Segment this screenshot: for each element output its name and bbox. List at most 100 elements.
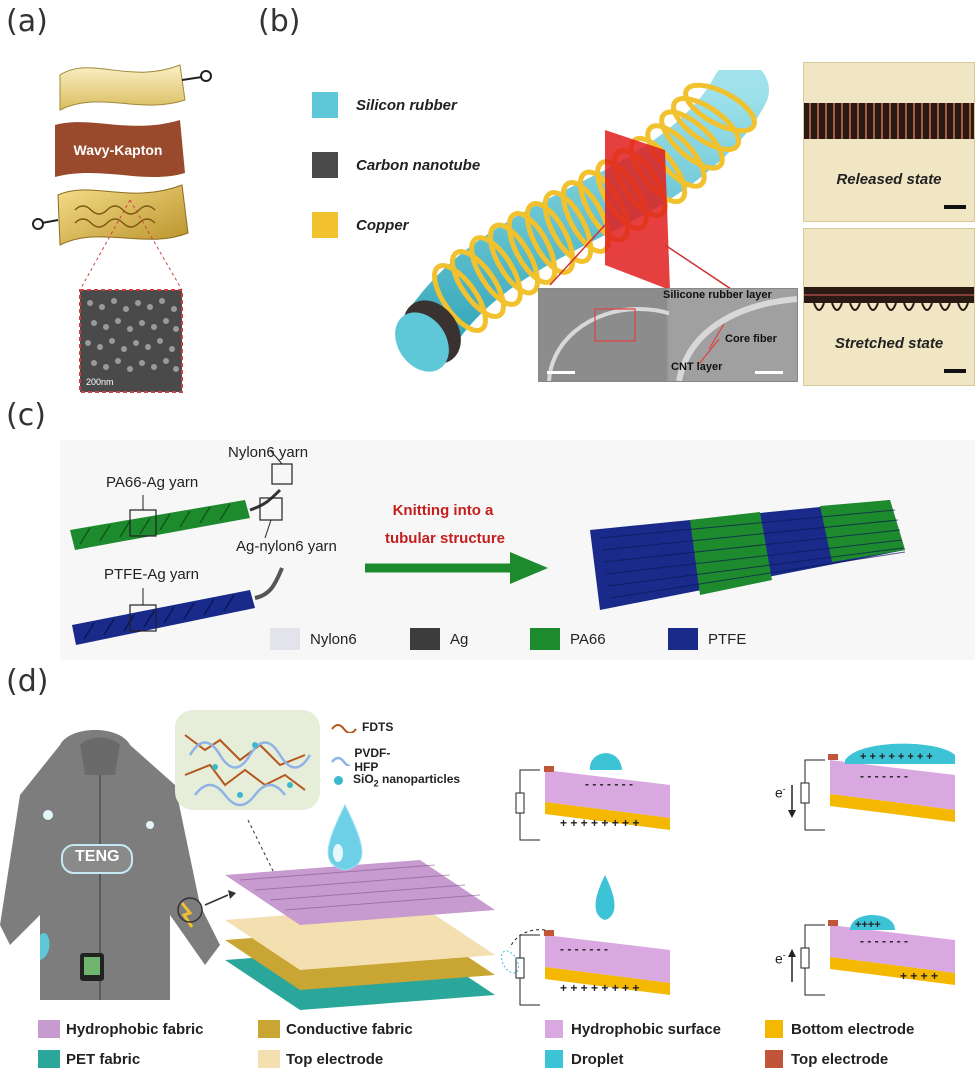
coiled-fiber-illustration [395, 70, 786, 372]
ptfe-ag-yarn-graphic [72, 567, 284, 645]
swatch-top-electrode-right [765, 1050, 783, 1068]
legend-item-ptfe: PTFE [668, 628, 746, 650]
sem-cross-section-inset: Silicone rubber layer Core fiber CNT lay… [538, 288, 798, 461]
swatch-ag [410, 628, 440, 650]
knitted-tubular-fabric [590, 500, 906, 610]
cnt-layer-label: CNT layer [671, 361, 723, 373]
ag-nylon6-yarn-label: Ag-nylon6 yarn [236, 538, 337, 555]
legend-item-nylon6: Nylon6 [270, 628, 357, 650]
swatch-nylon6 [270, 628, 300, 650]
pa66-ag-yarn-graphic [70, 488, 282, 550]
legend-item-bottom-electrode: Bottom electrode [765, 1020, 914, 1038]
swatch-hydrophobic-surface [545, 1020, 563, 1038]
swatch-droplet [545, 1050, 563, 1068]
panel-label-c: (c) [6, 398, 46, 433]
electron-label-bottom: e- [775, 950, 786, 967]
sem-nanostructure-image [79, 289, 183, 393]
legend-item-pvdf-hfp: PVDF-HFP [330, 746, 398, 774]
legend-label-sio2: SiO2 nanoparticles [353, 772, 461, 789]
teng-label: TENG [75, 848, 120, 865]
svg-text:+ + + + + + + +: + + + + + + + + [560, 816, 639, 830]
stage-4-droplet-small: ++++ - - - - - - - + + + + [788, 915, 955, 996]
legend-left: Hydrophobic fabric Conductive fabric PET… [38, 1020, 488, 1078]
legend-label-silicon-rubber: Silicon rubber [356, 96, 457, 114]
legend-label-pet-fabric: PET fabric [66, 1050, 141, 1068]
pvdf-line-icon [331, 756, 351, 766]
legend-label-top-electrode-right: Top electrode [791, 1050, 889, 1068]
legend-label-hydrophobic-surface: Hydrophobic surface [571, 1020, 722, 1038]
svg-text:- - - - - - -: - - - - - - - [585, 777, 633, 791]
knitting-text-line1: Knitting into a [392, 502, 494, 519]
teng-jacket [0, 730, 220, 1000]
legend-label-pvdf-hfp: PVDF-HFP [354, 746, 391, 774]
swatch-pa66 [530, 628, 560, 650]
swatch-hydrophobic-fabric [38, 1020, 60, 1038]
sem-scale-label: 200nm [86, 377, 114, 387]
stretched-coil-drawing [804, 287, 974, 373]
legend-label-carbon-nanotube: Carbon nanotube [356, 156, 481, 174]
swatch-pet-fabric [38, 1050, 60, 1068]
svg-text:- - - - - - -: - - - - - - - [560, 942, 608, 956]
swatch-top-electrode-left [258, 1050, 280, 1068]
sem-inset-drawing [539, 289, 798, 461]
swatch-ptfe [668, 628, 698, 650]
legend-item-silicon-rubber: Silicon rubber [312, 92, 457, 118]
panel-d-fabric-illustration [0, 710, 495, 1010]
legend-item-pa66: PA66 [530, 628, 606, 650]
charge-transfer-diagrams: - - - - - - - + + + + + + + + + + + + + … [500, 743, 955, 1006]
released-state-label: Released state [836, 171, 942, 188]
legend-right: Hydrophobic surface Bottom electrode Dro… [545, 1020, 975, 1078]
svg-text:+ + + + + + + +: + + + + + + + + [560, 981, 639, 995]
panel-c-yarn-drawing [70, 449, 906, 645]
legend-item-conductive-fabric: Conductive fabric [258, 1020, 413, 1038]
panel-label-b: (b) [258, 4, 301, 39]
swatch-silicon-rubber [312, 92, 338, 118]
legend-item-ag: Ag [410, 628, 468, 650]
panel-label-d: (d) [6, 664, 49, 699]
legend-label-hydrophobic-fabric: Hydrophobic fabric [66, 1020, 204, 1038]
stage-3-droplet-leaving: - - - - - - - + + + + + + + + [500, 875, 670, 1006]
top-electrode-film [59, 64, 186, 111]
legend-label-pa66: PA66 [570, 630, 606, 648]
stretched-state-photo: Stretched state [803, 228, 975, 386]
legend-item-fdts: FDTS [330, 720, 393, 734]
svg-text:+ + + + + + + +: + + + + + + + + [860, 751, 933, 763]
legend-item-sio2: SiO2 nanoparticles [330, 772, 460, 788]
swatch-carbon-nanotube [312, 152, 338, 178]
nylon6-yarn-label: Nylon6 yarn [228, 444, 309, 461]
legend-label-conductive-fabric: Conductive fabric [286, 1020, 413, 1038]
fdts-line-icon [331, 724, 357, 733]
electron-label-top: e- [775, 784, 786, 801]
panel-c: Nylon6 yarn PA66-Ag yarn Ag-nylon6 yarn … [60, 440, 975, 660]
core-fiber-label: Core fiber [725, 333, 777, 345]
legend-item-hydrophobic-fabric: Hydrophobic fabric [38, 1020, 204, 1038]
swatch-conductive-fabric [258, 1020, 280, 1038]
released-state-photo: Released state [803, 62, 975, 222]
legend-label-ptfe: PTFE [708, 630, 747, 648]
legend-label-top-electrode-left: Top electrode [286, 1050, 384, 1068]
legend-label-bottom-electrode: Bottom electrode [791, 1020, 915, 1038]
legend-item-hydrophobic-surface: Hydrophobic surface [545, 1020, 721, 1038]
legend-item-carbon-nanotube: Carbon nanotube [312, 152, 480, 178]
legend-item-top-electrode-left: Top electrode [258, 1050, 383, 1068]
bottom-electrode-film [57, 184, 189, 246]
panel-label-a: (a) [6, 4, 48, 39]
stretched-state-label: Stretched state [834, 335, 944, 352]
stage-1-droplet-on-surface: - - - - - - - + + + + + + + + [515, 753, 670, 841]
swatch-copper [312, 212, 338, 238]
wavy-kapton-label: Wavy-Kapton [74, 142, 163, 158]
legend-label-copper: Copper [356, 216, 409, 234]
sio2-dot-icon [334, 775, 343, 785]
legend-item-top-electrode-right: Top electrode [765, 1050, 888, 1068]
silicone-layer-label: Silicone rubber layer [663, 289, 772, 301]
panel-a: Wavy-Kapton 200nm [30, 55, 230, 395]
legend-item-pet-fabric: PET fabric [38, 1050, 140, 1068]
svg-text:- - - - - - -: - - - - - - - [860, 934, 908, 948]
stage-2-droplet-spread: + + + + + + + + - - - - - - - [788, 743, 955, 831]
swatch-bottom-electrode [765, 1020, 783, 1038]
legend-item-droplet: Droplet [545, 1050, 624, 1068]
knitting-text-line2: tubular structure [384, 530, 505, 547]
legend-label-fdts: FDTS [362, 720, 394, 734]
legend-item-copper: Copper [312, 212, 409, 238]
svg-text:- - - - - - -: - - - - - - - [860, 769, 908, 783]
